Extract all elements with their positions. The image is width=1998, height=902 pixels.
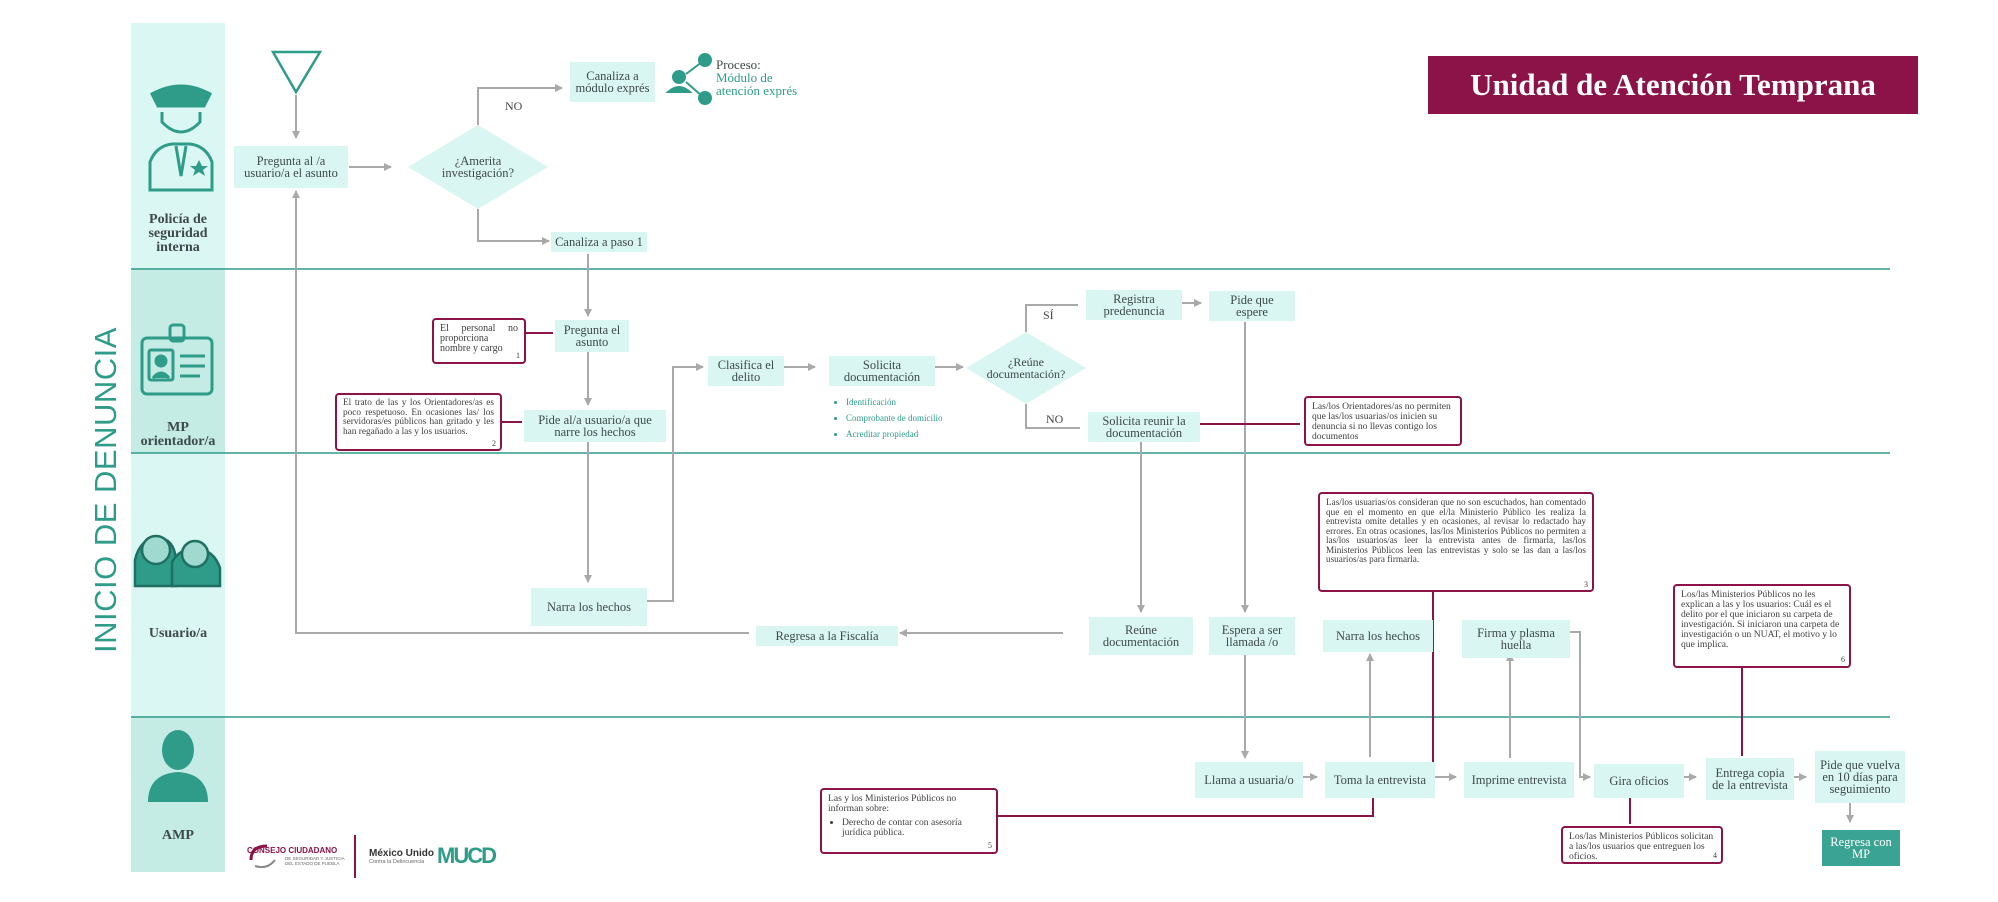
note-text: El personal no proporciona nombre y carg… — [440, 323, 518, 354]
node-registra: Registra predenuncia — [1086, 290, 1182, 320]
node-reune-documentacion: Reúne documentación — [1089, 617, 1193, 655]
note-5: Las y los Ministerios Públicos no inform… — [820, 788, 998, 854]
police-icon — [148, 84, 214, 192]
doc-list-item: Comprobante de domicilio — [846, 410, 942, 426]
node-narra-hechos-user: Narra los hechos — [531, 588, 647, 626]
users-icon — [133, 534, 222, 588]
note-4: Los/las Ministerios Públicos solicitan a… — [1561, 826, 1723, 864]
lane-label-amp: AMP — [162, 828, 194, 843]
note-text: Las y los Ministerios Públicos no inform… — [828, 793, 957, 814]
lane-label-usuario: Usuario/a — [148, 626, 208, 641]
arrow — [1432, 590, 1457, 781]
doc-list-item: Acreditar propiedad — [846, 426, 942, 442]
label-no-reune: NO — [1046, 412, 1064, 426]
note-text: Las/los usuarias/os consideran que no so… — [1326, 497, 1586, 564]
decision-reune-shape — [966, 332, 1086, 404]
arrow — [1564, 631, 1591, 781]
node-regresa-mp: Regresa con MP — [1822, 830, 1900, 866]
arrow — [477, 209, 550, 245]
node-espera-llamada: Espera a ser llamada /o — [1209, 617, 1295, 655]
arrow — [477, 84, 563, 125]
note-number: 2 — [492, 438, 496, 448]
node-firma-huella: Firma y plasma huella — [1462, 620, 1570, 658]
logo-mucd: MUCD — [437, 843, 497, 868]
lane-label-policia: Policía de seguridad interna — [148, 212, 208, 255]
doc-list-item: Identificación — [846, 394, 942, 410]
arrow — [1025, 304, 1078, 332]
lane-label-mp: MP orientador/a — [140, 420, 216, 449]
logo-consejo-text: CONSEJO CIUDADANO — [247, 846, 338, 855]
node-gira-oficios: Gira oficios — [1594, 764, 1684, 798]
node-reune-decision: ¿Reúne documentación? — [986, 355, 1066, 381]
node-pregunta-el-asunto: Pregunta el asunto — [555, 320, 629, 352]
decision-amerita-shape — [408, 125, 548, 209]
node-regresa-fiscalia: Regresa a la Fiscalía — [756, 626, 898, 646]
note-7: Las/los Orientadores/as no permiten que … — [1304, 396, 1462, 446]
process-name: Módulo de atención exprés — [716, 70, 798, 98]
node-canaliza-paso1: Canaliza a paso 1 — [551, 232, 647, 252]
node-pide-vuelva: Pide que vuelva en 10 días para seguimie… — [1815, 751, 1905, 803]
logo-consejo-ciudadano: CONSEJO CIUDADANO DE SEGURIDAD Y JUSTICI… — [247, 840, 349, 872]
start-triangle-icon — [270, 50, 323, 95]
note-text: Las/los Orientadores/as no permiten que … — [1312, 401, 1451, 442]
arrow — [1025, 404, 1080, 429]
lane-bg-policia — [131, 23, 225, 269]
note-text: Los/las Ministerios Públicos solicitan a… — [1569, 831, 1714, 862]
note-text: Los/las Ministerios Públicos no les expl… — [1681, 589, 1840, 650]
node-pide-espere: Pide que espere — [1209, 291, 1295, 321]
note-number: 5 — [988, 841, 992, 850]
node-toma-entrevista: Toma la entrevista — [1325, 762, 1435, 798]
node-imprime-entrevista: Imprime entrevista — [1464, 762, 1574, 798]
note-number: 6 — [1841, 655, 1845, 664]
logo-consejo-sub: DE SEGURIDAD Y JUSTICIA DEL ESTADO DE PU… — [285, 856, 345, 866]
person-icon — [148, 730, 208, 802]
page-title: Unidad de Atención Temprana — [1428, 56, 1918, 114]
logo-mexico-unido: México Unido Contra la Delincuencia — [369, 848, 439, 870]
doc-list: Identificación Comprobante de domicilio … — [832, 394, 942, 442]
node-pregunta-asunto: Pregunta al /a usuario/a el asunto — [234, 146, 348, 188]
process-share-icon — [665, 53, 712, 105]
logo-mexico-unido-sub: Contra la Delincuencia — [369, 859, 425, 865]
node-solicita-reunir: Solicita reunir la documentación — [1088, 412, 1200, 442]
note-6: Los/las Ministerios Públicos no les expl… — [1673, 584, 1851, 668]
note-1: El personal no proporciona nombre y carg… — [432, 318, 526, 364]
note-2: El trato de las y los Orientadores/as es… — [335, 393, 502, 451]
node-llama-usuaria: Llama a usuaria/o — [1195, 762, 1303, 798]
note-connector — [995, 798, 1374, 817]
node-solicita-doc: Solicita documentación — [829, 356, 935, 386]
process-label: Proceso: Módulo de atención exprés — [716, 58, 816, 97]
node-canaliza-expres: Canaliza a módulo exprés — [570, 62, 655, 102]
lane-bg-mp — [131, 269, 225, 453]
process-heading: Proceso: — [716, 57, 761, 72]
node-narra-hechos-2: Narra los hechos — [1323, 620, 1433, 652]
side-title: INICIO DE DENUNCIA — [88, 327, 123, 653]
note-3: Las/los usuarias/os consideran que no so… — [1318, 492, 1594, 592]
label-si-reune: SÍ — [1043, 308, 1054, 322]
arrow — [292, 190, 749, 634]
note-list: Derecho de contar con asesoría jurídica … — [828, 818, 990, 838]
label-no-amerita: NO — [505, 99, 523, 113]
id-card-icon — [140, 323, 214, 396]
note-list-item: Derecho de contar con asesoría jurídica … — [842, 818, 990, 838]
node-clasifica: Clasifica el delito — [708, 356, 784, 386]
logo-mexico-unido-text: México Unido — [369, 848, 435, 859]
note-number: 3 — [1584, 579, 1588, 589]
node-amerita: ¿Amerita investigación? — [441, 154, 515, 180]
node-pide-narre: Pide al/a usuario/a que narre los hechos — [524, 410, 666, 442]
arrow — [645, 363, 704, 602]
note-text: El trato de las y los Orientadores/as es… — [343, 398, 494, 437]
logo-consejo-mark — [249, 844, 276, 869]
note-number: 1 — [516, 351, 520, 360]
node-entrega-copia: Entrega copia de la entrevista — [1706, 758, 1794, 800]
note-number: 4 — [1713, 851, 1717, 860]
